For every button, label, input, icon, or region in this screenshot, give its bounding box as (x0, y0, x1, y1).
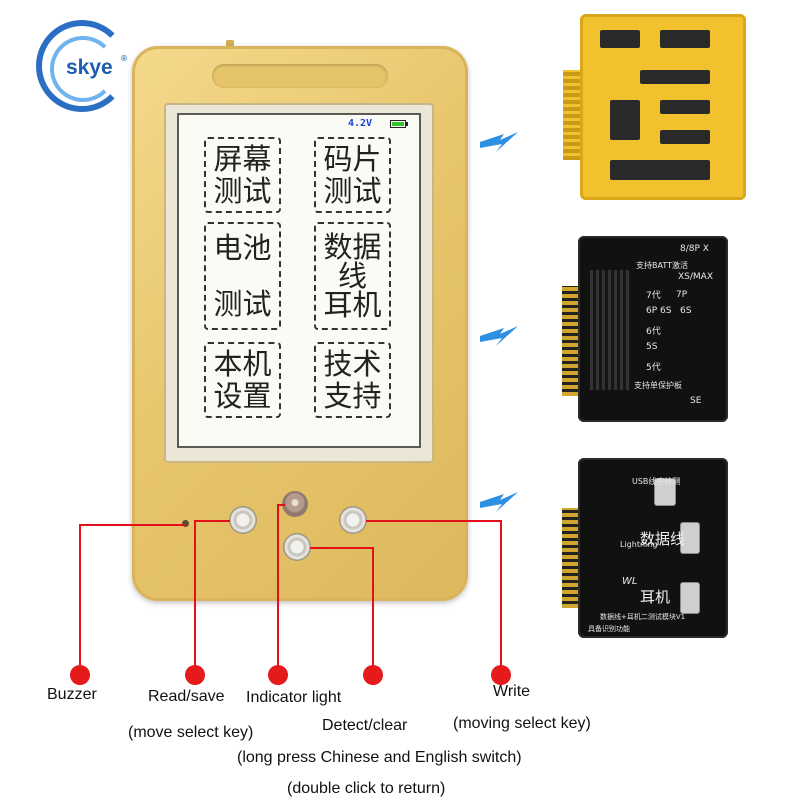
detect-clear-marker (363, 665, 383, 685)
write-note: (moving select key) (453, 715, 591, 732)
board-label: 支持单保护板 (634, 381, 682, 390)
tile-line: 数据 (323, 229, 382, 264)
lightning-bolt-icon (480, 326, 518, 346)
tile-line: 码片 (323, 142, 382, 176)
tile-line: 支持 (323, 379, 382, 413)
menu-tile-tech-support[interactable]: 技术 支持 (314, 342, 391, 418)
board-label: Lightning (620, 540, 658, 549)
cable-earphone-board (578, 458, 728, 638)
device-top-slot (212, 64, 388, 88)
buzzer-hole (182, 520, 189, 527)
registered-mark: ® (120, 54, 128, 63)
buzzer-callout-line (79, 524, 185, 526)
board-label: 5代 (646, 363, 661, 373)
detect-callout-line (372, 547, 374, 674)
read-save-label: Read/save (148, 688, 225, 705)
tile-line: 线 (337, 258, 367, 293)
write-label: Write (493, 683, 531, 700)
board-connector (660, 130, 710, 144)
board-connector (600, 30, 640, 48)
board-label: 8/8P X (680, 244, 709, 254)
board-label: 数据线 (640, 530, 686, 548)
buzzer-marker (70, 665, 90, 685)
lightning-bolt-icon (480, 492, 518, 512)
write-button[interactable] (339, 506, 367, 534)
yellow-board-edge-connector (563, 70, 583, 160)
tile-line: 测试 (323, 174, 382, 208)
tile-line: 耳机 (323, 287, 382, 322)
detect-note-2: (double click to return) (287, 780, 446, 797)
tile-line: 测试 (213, 174, 272, 208)
device-antenna (226, 40, 234, 48)
battery-voltage: 4.2V (348, 118, 373, 129)
board-connector (610, 160, 710, 180)
board-label: 数据线+耳机二测试模块V1 (600, 613, 686, 621)
tile-line: 本机 (213, 347, 272, 381)
indicator-callout-line (277, 504, 285, 506)
indicator-marker (268, 665, 288, 685)
tile-line: 设置 (213, 379, 272, 413)
board-label: 耳机 (640, 588, 671, 606)
battery-board-edge-connector (562, 286, 582, 396)
board-label: 具备识别功能 (588, 625, 630, 633)
menu-tile-screen-test[interactable]: 屏幕 测试 (204, 137, 281, 213)
board-label: 6P 6S (646, 306, 672, 316)
menu-tile-cable-earphone[interactable]: 数据 线 耳机 (314, 222, 391, 330)
logo-ring-inner (50, 36, 116, 102)
battery-board-heatsink (590, 270, 630, 390)
brand-logo-text: skye (66, 56, 113, 79)
menu-tile-device-settings[interactable]: 本机 设置 (204, 342, 281, 418)
buzzer-label: Buzzer (47, 686, 97, 703)
board-connector (610, 100, 640, 140)
lightning-bolt-icon (480, 132, 518, 152)
detect-clear-label: Detect/clear (322, 717, 408, 734)
board-label: 7P (676, 290, 688, 300)
read-callout-line (194, 520, 196, 674)
write-marker (491, 665, 511, 685)
board-connector (660, 30, 710, 48)
battery-icon (390, 120, 406, 128)
read-callout-line (194, 520, 230, 522)
write-callout-line (366, 520, 502, 522)
menu-tile-chip-test[interactable]: 码片 测试 (314, 137, 391, 213)
board-label: 7代 (646, 291, 661, 301)
read-save-marker (185, 665, 205, 685)
board-label: XS/MAX (678, 272, 713, 282)
data-board-edge-connector (562, 508, 582, 608)
board-label: USB线序检测 (632, 477, 681, 486)
earphone-port (680, 582, 700, 614)
logo-ring-outer (36, 20, 128, 112)
indicator-callout-line (277, 504, 279, 674)
device-screen (177, 113, 421, 448)
detect-callout-line (310, 547, 374, 549)
tile-line: 测试 (213, 287, 272, 321)
tile-line: 电池 (213, 231, 272, 265)
lightning-port (680, 522, 700, 554)
board-label: 5S (646, 342, 658, 352)
usb-c-port (654, 478, 676, 506)
read-save-note: (move select key) (128, 724, 254, 741)
board-label: 支持BATT激活 (636, 261, 688, 270)
board-label: SE (690, 396, 702, 406)
tile-line: 屏幕 (213, 142, 272, 176)
indicator-label: Indicator light (246, 689, 342, 706)
read-save-button[interactable] (229, 506, 257, 534)
battery-icon-tip (406, 122, 408, 126)
buzzer-callout-line (79, 524, 81, 674)
board-connector (640, 70, 710, 84)
board-label: 6代 (646, 327, 661, 337)
board-label: 6S (680, 306, 692, 316)
detect-note-1: (long press Chinese and English switch) (237, 749, 522, 766)
board-brand-mark: WL (622, 576, 638, 587)
board-connector (660, 100, 710, 114)
tile-line: 技术 (323, 347, 382, 381)
write-callout-line (500, 520, 502, 674)
menu-tile-battery-test[interactable]: 电池 测试 (204, 222, 281, 330)
indicator-light (282, 491, 308, 517)
detect-clear-button[interactable] (283, 533, 311, 561)
